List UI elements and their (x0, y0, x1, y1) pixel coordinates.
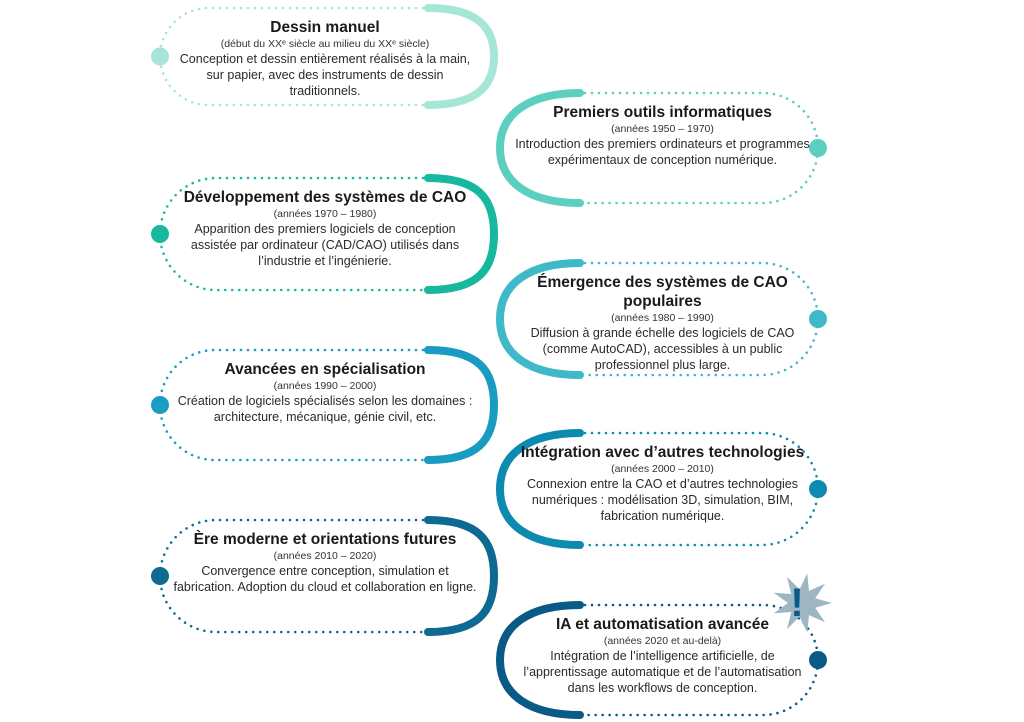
dotted-outline (583, 91, 820, 205)
timeline-node-dot (809, 480, 827, 498)
card-title: Avancées en spécialisation (224, 361, 426, 378)
timeline-node-dot (151, 47, 169, 66)
timeline-node-dot (809, 139, 827, 157)
card-period: (début du XXᵉ siècle au milieu du XXᵉ si… (220, 38, 430, 50)
card-title: Dessin manuel (270, 19, 380, 36)
timeline-card: Émergence des systèmes de CAO populaires… (515, 273, 810, 373)
timeline-card: Dessin manuel (début du XXᵉ siècle au mil… (170, 18, 480, 99)
card-title: Émergence des systèmes de CAO populaires (537, 274, 788, 310)
timeline-node-dot (151, 396, 169, 414)
card-title: Ère moderne et orientations futures (193, 531, 457, 548)
card-period: (années 2010 – 2020) (273, 550, 377, 562)
exclamation-burst-icon (773, 573, 832, 633)
timeline-node-dot (809, 651, 827, 669)
dotted-outline (158, 6, 432, 107)
card-period: (années 1970 – 1980) (273, 208, 377, 220)
card-description: Intégration de l’intelligence artificiel… (523, 649, 802, 695)
timeline-card: Développement des systèmes de CAO (années… (170, 188, 480, 269)
timeline-node-dot (809, 310, 827, 328)
card-description: Création de logiciels spécialisés selon … (177, 394, 473, 424)
timeline-card: Avancées en spécialisation (années 1990 –… (170, 360, 480, 425)
timeline-card: Intégration avec d’autres technologies (a… (515, 443, 810, 524)
card-period: (années 1980 – 1990) (611, 312, 714, 324)
card-description: Introduction des premiers ordinateurs et… (515, 137, 810, 167)
card-title: IA et automatisation avancée (555, 616, 770, 633)
timeline-node-dot (151, 225, 169, 243)
timeline-node-dot (151, 567, 169, 585)
spine-branch (495, 89, 584, 207)
badge-exclamation: ! (790, 581, 803, 625)
spine-branch (424, 516, 499, 636)
card-description: Diffusion à grande échelle des logiciels… (530, 326, 795, 372)
card-period: (années 1950 – 1970) (611, 123, 714, 135)
timeline-card: IA et automatisation avancée (années 2020… (515, 615, 810, 696)
dotted-outline (583, 603, 820, 717)
card-title: Intégration avec d’autres technologies (520, 444, 805, 461)
spine-branch (424, 174, 499, 294)
card-description: Convergence entre conception, simulation… (173, 564, 477, 594)
spine-branch (424, 346, 499, 464)
timeline-card: Ère moderne et orientations futures (anné… (170, 530, 480, 595)
card-description: Apparition des premiers logiciels de con… (190, 222, 460, 268)
spine-branch (495, 429, 584, 549)
card-period: (années 2000 – 2010) (611, 463, 714, 475)
spine-branch (495, 601, 584, 719)
card-period: (années 1990 – 2000) (273, 380, 377, 392)
spine-branch (424, 4, 499, 109)
spine-branch (495, 259, 584, 379)
card-period: (années 2020 et au-delà) (603, 635, 722, 647)
card-description: Conception et dessin entièrement réalisé… (179, 52, 471, 98)
card-title: Développement des systèmes de CAO (183, 189, 467, 206)
card-title: Premiers outils informatiques (553, 104, 772, 121)
card-description: Connexion entre la CAO et d’autres techn… (527, 477, 798, 523)
timeline-card: Premiers outils informatiques (années 195… (515, 103, 810, 168)
